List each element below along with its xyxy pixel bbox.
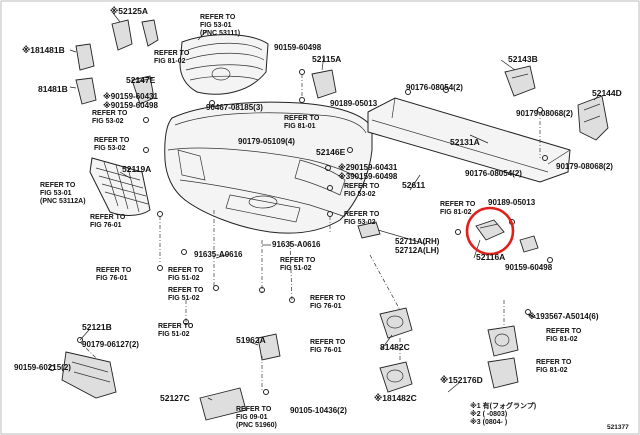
refer-51-02-b: REFER TO FIG 51-02 <box>280 257 317 272</box>
callout-90189-a: 90189-05013 <box>330 99 378 108</box>
callout-52143B: 52143B <box>508 54 538 64</box>
license-plate-bracket <box>199 387 247 421</box>
refer-81-02-br2: REFER TO FIG 81-02 <box>536 359 573 374</box>
front-bumper-cover <box>164 101 373 234</box>
refer-53-02-left-2: REFER TO FIG 53-02 <box>94 137 131 152</box>
bumper-lower-bracket <box>61 351 117 399</box>
clip-52712A <box>357 221 381 239</box>
callout-52712A: 52712A(LH) <box>395 246 439 255</box>
lower-grille <box>89 157 151 216</box>
callout-52146E: 52146E <box>316 147 346 157</box>
refer-76-01-c: REFER TO FIG 76-01 <box>310 295 347 310</box>
bumper-side-support <box>131 75 155 105</box>
refer-53-02-right: REFER TO FIG 53-02 <box>344 211 381 226</box>
callout-91635-a: 91635-A0616 <box>194 250 243 259</box>
callout-181482C: ※181482C <box>374 393 417 403</box>
callout-90159-60498-c: 90159-60498 <box>505 263 553 272</box>
highlight-circle <box>465 206 515 256</box>
footnote-line-1: ※1 有(フォグランプ) <box>470 401 536 410</box>
callout-193567: ※193567-A5014(6) <box>528 311 599 321</box>
grille-bracket <box>311 69 337 99</box>
callout-81482C: 81482C <box>380 342 410 352</box>
callout-90179-a: 90179-08068(2) <box>516 109 573 118</box>
fasteners <box>49 69 553 395</box>
refer-09-01: REFER TO FIG 09-01 (PNC 51960) <box>236 406 277 429</box>
fog-lamp-bezel-rh <box>379 307 413 339</box>
refer-81-02-br: REFER TO FIG 81-02 <box>546 328 583 343</box>
assembly-lines <box>79 74 541 392</box>
footnote-line-3: ※3 (0804- ) <box>470 417 507 426</box>
retainer-clip-52116A <box>475 219 505 241</box>
drawing-number: 521377 <box>607 424 629 431</box>
side-retainer-upper <box>111 19 159 51</box>
side-retainer-lower <box>75 43 97 105</box>
side-mount-bracket <box>257 333 281 361</box>
callout-90159-60498-a: ※90159-60498 <box>103 100 158 110</box>
bumper-arm-bracket <box>577 95 609 141</box>
refer-51-02-c: REFER TO FIG 51-02 <box>168 287 205 302</box>
callout-90105: 90105-10436(2) <box>290 406 347 415</box>
callout-52611: 52611 <box>402 180 425 190</box>
callout-52119A: 52119A <box>122 164 151 174</box>
callout-152176D: ※152176D <box>440 375 483 385</box>
clip-52711A <box>519 235 539 253</box>
refer-76-01-b: REFER TO FIG 76-01 <box>96 267 133 282</box>
callout-52121B: 52121B <box>82 322 112 332</box>
callout-90176-a: 90176-08054(2) <box>406 83 463 92</box>
refer-to-blocks: REFER TO FIG 53-01 (PNC 53111) REFER TO … <box>40 14 583 429</box>
callout-181481B: ※181481B <box>22 45 65 55</box>
refer-81-02-top: REFER TO FIG 81-02 <box>154 50 191 65</box>
callout-52115A: 52115A <box>312 54 341 64</box>
refer-76-01-left: REFER TO FIG 76-01 <box>90 214 127 229</box>
callout-51962A: 51962A <box>236 335 266 345</box>
callout-52131A: 52131A <box>450 137 480 147</box>
callout-52147E: 52147E <box>126 75 156 85</box>
refer-53-02-mid: REFER TO FIG 53-02 <box>344 183 381 198</box>
callout-52127C: 52127C <box>160 393 190 403</box>
callout-81481B: 81481B <box>38 84 68 94</box>
callout-90159-60215: 90159-60215(2) <box>14 363 71 372</box>
callout-390159: ※390159-60498 <box>338 171 398 181</box>
callout-52125A: ※52125A <box>110 6 148 16</box>
bumper-reinforcement <box>367 97 571 183</box>
refer-53-01-left: REFER TO FIG 53-01 (PNC 53112A) <box>40 182 86 205</box>
footnote-legend: ※1 有(フォグランプ) ※2 ( -0803) ※3 (0804- ) <box>470 401 536 426</box>
refer-51-02-d: REFER TO FIG 51-02 <box>158 323 195 338</box>
callout-90176-b: 90176-08054(2) <box>465 169 522 178</box>
callout-52711A: 52711A(RH) <box>395 237 440 246</box>
callout-90159-60431: ※90159-60431 <box>103 91 158 101</box>
callout-90189-b: 90189-05013 <box>488 198 536 207</box>
callout-90467: 90467-08185(3) <box>206 103 263 112</box>
fog-lamp-bezel-lh <box>379 361 413 393</box>
callout-90179-b: 90179-08068(2) <box>556 162 613 171</box>
callout-90179-06127: 90179-06127(2) <box>82 340 139 349</box>
callout-290159: ※290159-60431 <box>338 162 398 172</box>
callout-91635-b: 91635-A0616 <box>272 240 321 249</box>
callout-52144D: 52144D <box>592 88 622 98</box>
radiator-grille <box>179 34 269 95</box>
callout-90179-05109: 90179-05109(4) <box>238 137 295 146</box>
refer-51-02-a: REFER TO FIG 51-02 <box>168 267 205 282</box>
refer-76-01-d: REFER TO FIG 76-01 <box>310 339 347 354</box>
reinforcement-bracket <box>504 65 536 97</box>
callout-labels: ※52125A ※181481B 81481B 52147E ※90159-60… <box>14 6 629 431</box>
callout-90159-60498-b: 90159-60498 <box>274 43 322 52</box>
refer-81-02-mid: REFER TO FIG 81-02 <box>440 201 477 216</box>
fog-lamp-lh <box>487 357 519 389</box>
callout-52116A: 52116A <box>476 252 505 262</box>
refer-53-01-top: REFER TO FIG 53-01 (PNC 53111) <box>200 14 240 37</box>
refer-81-01: REFER TO FIG 81-01 <box>284 115 321 130</box>
refer-53-02-left: REFER TO FIG 53-02 <box>92 110 129 125</box>
footnote-line-2: ※2 ( -0803) <box>470 409 507 418</box>
fog-lamp-rh <box>487 325 519 357</box>
